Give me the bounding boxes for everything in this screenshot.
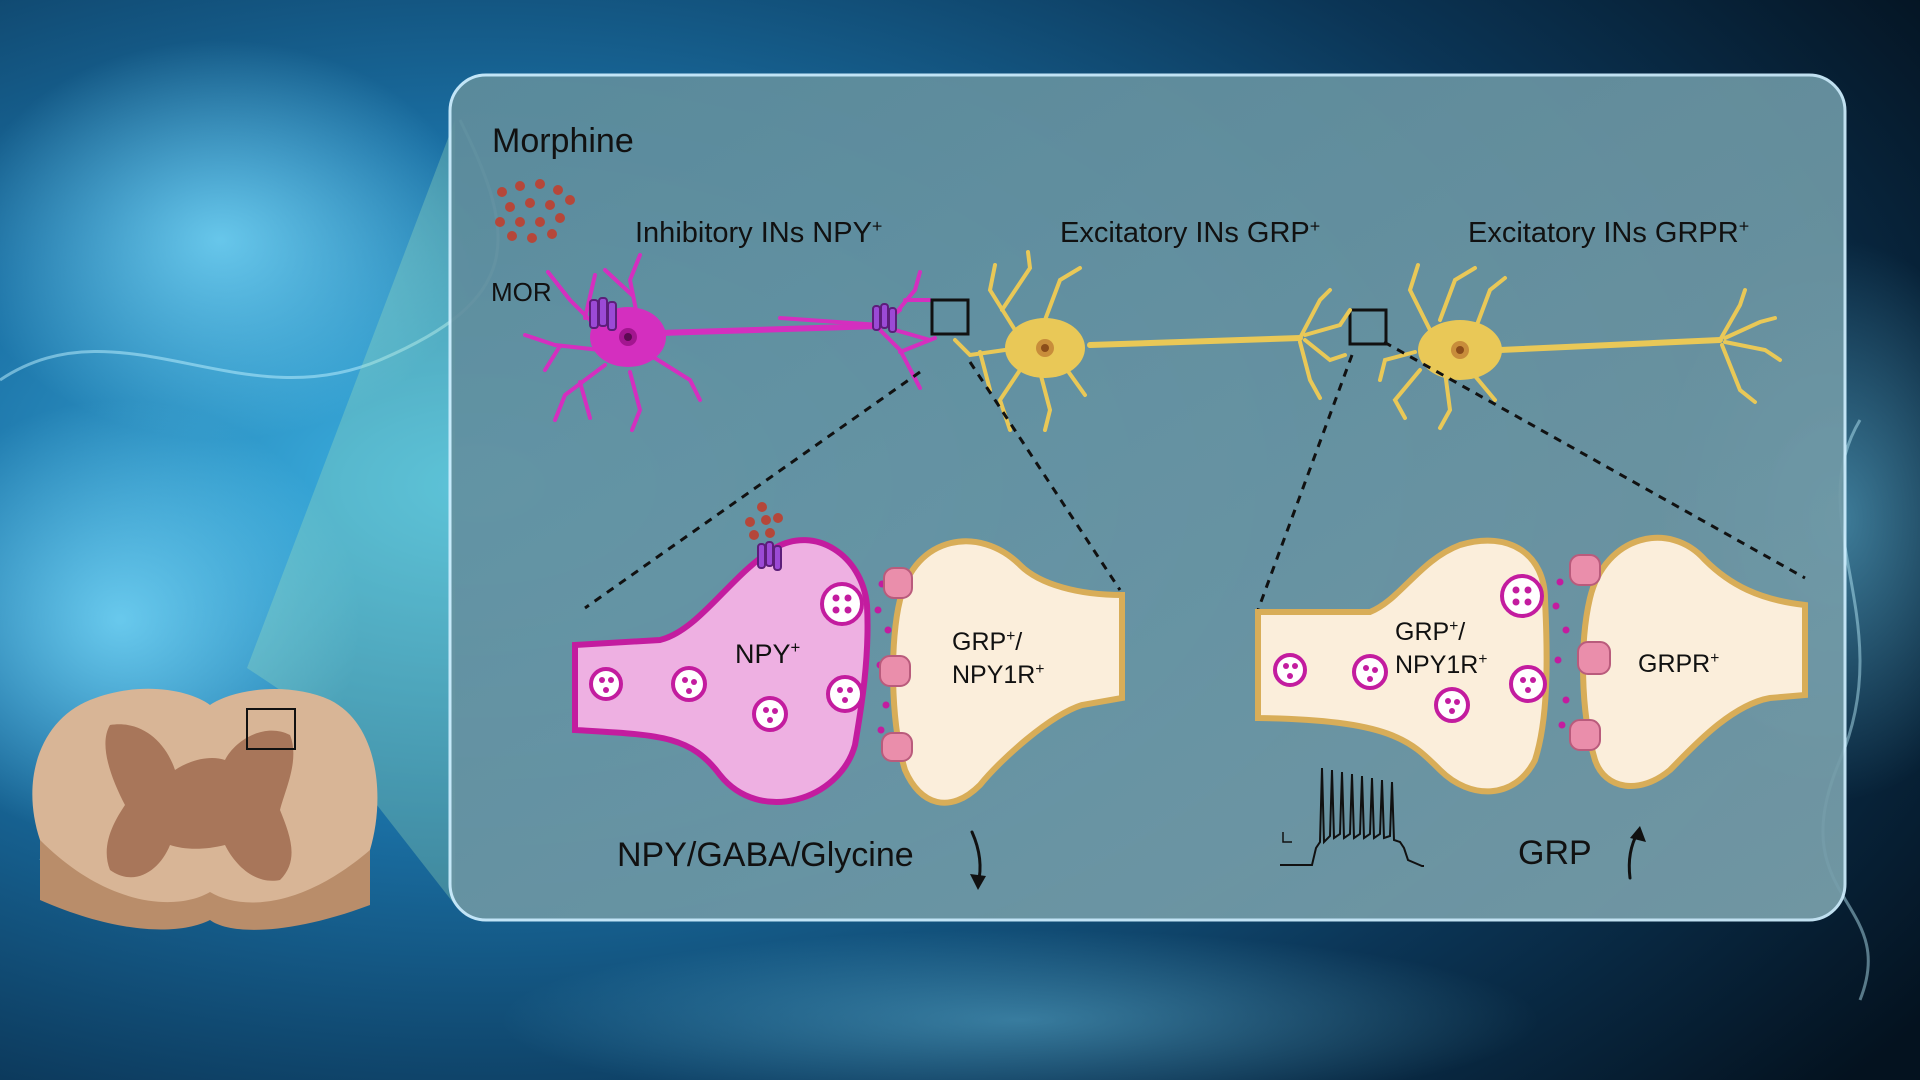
mor-receptor-icon xyxy=(589,297,897,333)
npy-presynaptic-terminal: NPY+ xyxy=(572,537,871,805)
spike-train-trace-icon xyxy=(1280,767,1424,867)
npy-terminal-label: NPY+ xyxy=(735,638,800,669)
spinal-cord-cross-section-icon xyxy=(32,688,378,930)
morphine-label: Morphine xyxy=(492,122,634,160)
zoom-wedge xyxy=(247,120,455,905)
grp-presynaptic-terminal: GRP+/ NPY1R+ xyxy=(1255,537,1550,795)
npy-gaba-glycine-label: NPY/GABA/Glycine xyxy=(617,836,914,874)
grpr-postsynaptic-terminal: GRPR+ xyxy=(1580,534,1808,789)
npy1r-receptor-icons xyxy=(879,567,913,762)
excitatory-grp-neuron xyxy=(953,250,1352,432)
diagram-panel xyxy=(448,73,1847,922)
grp-npy1r-label-1: GRP+/ xyxy=(952,628,1022,656)
grp-npy1r-label-3: GRP+/ xyxy=(1395,618,1465,646)
grp-increase-label: GRP xyxy=(1518,834,1592,872)
morphine-molecules xyxy=(495,179,575,243)
excitatory-grp-neuron-title: Excitatory INs GRP+ xyxy=(1060,216,1320,249)
neurotransmitter-dots-2 xyxy=(1552,578,1570,729)
inhibitory-neuron-title: Inhibitory INs NPY+ xyxy=(635,216,882,249)
neurotransmitter-dots-1 xyxy=(874,580,892,734)
grp-npy1r-label-4: NPY1R+ xyxy=(1395,651,1487,679)
terminal-morphine-molecules xyxy=(745,502,783,540)
excitatory-grpr-neuron xyxy=(1378,263,1782,430)
excitatory-grpr-neuron-title: Excitatory INs GRPR+ xyxy=(1468,216,1749,249)
synapse-zoom-box-2 xyxy=(1348,308,1388,346)
terminal-mor-receptor-icon xyxy=(757,541,782,571)
grpr-label: GRPR+ xyxy=(1638,650,1719,678)
grp-npy1r-label-2: NPY1R+ xyxy=(952,661,1044,689)
mor-label: MOR xyxy=(491,277,552,307)
grpr-receptor-icons xyxy=(1569,554,1611,751)
synapse-zoom-box-1 xyxy=(930,298,970,336)
grp-npy1r-postsynaptic-terminal: GRP+/ NPY1R+ xyxy=(890,538,1125,806)
up-arrow-head xyxy=(1630,826,1646,842)
zoom-dashed-lines xyxy=(584,340,1806,611)
down-arrow-head xyxy=(970,874,986,890)
